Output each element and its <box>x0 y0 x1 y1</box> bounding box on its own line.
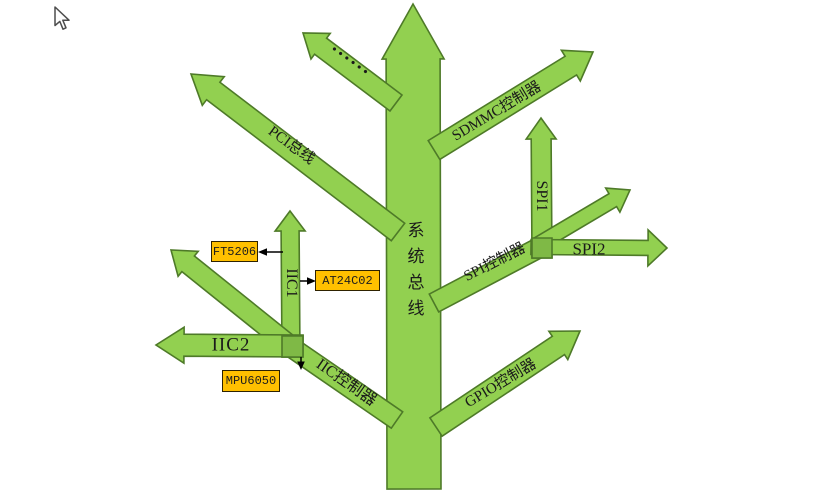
connector-iic2-mpu6050-arrowhead-icon <box>297 361 305 370</box>
device-box-ft5206: FT5206 <box>211 241 258 262</box>
branch-gpio-controller-arrow <box>428 330 582 438</box>
arrow-spi-extra <box>532 187 632 253</box>
branch-label-iic1: IIC1 <box>283 268 300 298</box>
device-box-at24c02: AT24C02 <box>315 270 380 291</box>
device-label-at24c02: AT24C02 <box>322 273 373 288</box>
branch-label-spi2: SPI2 <box>572 239 606 259</box>
branch-label-iic2: IIC2 <box>211 334 251 356</box>
mouse-cursor-icon <box>54 6 70 30</box>
trunk-label-system-bus: 系统总线 <box>404 221 424 325</box>
branch-label-spi1: SPI1 <box>533 180 550 212</box>
device-box-mpu6050: MPU6050 <box>222 370 280 392</box>
device-label-ft5206: FT5206 <box>212 244 257 259</box>
device-label-mpu6050: MPU6050 <box>225 374 277 388</box>
junction-spi <box>531 237 553 259</box>
branch-etc-arrow <box>301 32 404 113</box>
connector-iic1-ft5206-arrowhead-icon <box>258 248 267 256</box>
connector-iic1-at24c02-arrowhead-icon <box>307 277 316 285</box>
junction-iic <box>281 335 304 358</box>
branch-sdmmc-controller-arrow <box>427 49 595 161</box>
branch-pci-bus-arrow <box>189 73 406 242</box>
